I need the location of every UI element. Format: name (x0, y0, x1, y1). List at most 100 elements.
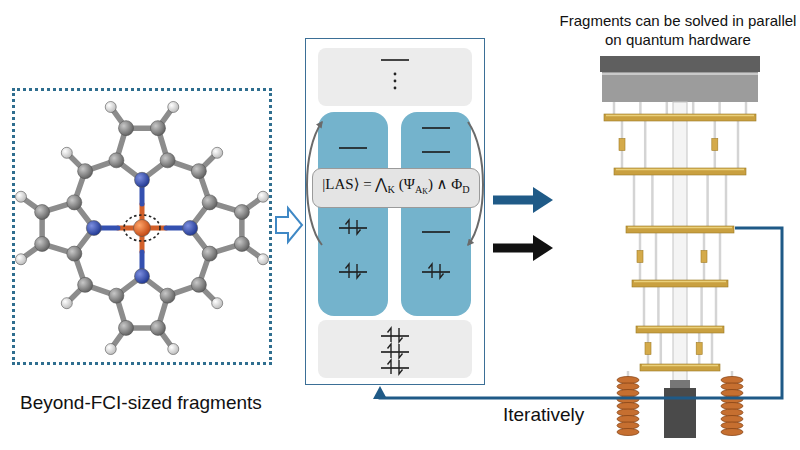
carbon-atom (35, 205, 50, 220)
orbital-level (422, 271, 450, 273)
coax-wire (692, 102, 695, 114)
spin-down (399, 360, 403, 374)
spin-down (357, 220, 361, 234)
virtual-space-box (318, 48, 472, 106)
attenuator (696, 343, 702, 355)
las-panel: |LAS⟩ = ⋀K(ΨAK) ∧ ΦD (305, 38, 485, 385)
flange-highlight (602, 73, 758, 75)
fragment-region: Beyond-FCI-sized fragments (12, 88, 272, 365)
carbon-atom (191, 164, 206, 179)
coax-wire (643, 287, 646, 326)
copper-coil (721, 390, 743, 397)
edge-label: Iteratively (500, 404, 587, 426)
carbon-atom (109, 288, 124, 303)
nitrogen-atom (183, 221, 198, 236)
las-formula-box: |LAS⟩ = ⋀K(ΨAK) ∧ ΦD (312, 168, 479, 208)
carbon-atom (150, 320, 165, 335)
orbital-level (422, 151, 450, 153)
attenuator (619, 139, 625, 151)
spin-up (388, 344, 392, 358)
carbon-atom (160, 153, 175, 168)
copper-coil (721, 409, 743, 416)
ellipsis-dot (394, 80, 397, 83)
hydrogen-atom (61, 147, 72, 158)
coax-wire (700, 287, 703, 326)
sample-stage (664, 388, 696, 438)
orbital-level (339, 227, 367, 229)
formula-part: K (387, 184, 394, 195)
coax-wire (711, 333, 714, 364)
formula-part: D (462, 184, 469, 195)
spin-down (399, 328, 403, 342)
spin-up (388, 328, 392, 342)
ellipsis-dot (394, 87, 397, 90)
spin-down (440, 264, 444, 278)
hydrogen-atom (258, 191, 269, 202)
spin-down (399, 344, 403, 358)
carbon-atom (109, 153, 124, 168)
feedback-arrow-head (373, 386, 387, 399)
copper-coil (721, 422, 743, 429)
quantum-hardware: Fragments can be solved in parallel on q… (555, 55, 735, 440)
hydrogen-atom (15, 254, 26, 265)
porphyrin-molecule (15, 101, 268, 354)
formula-part: ) ∧ Φ (428, 176, 462, 192)
plate-highlight (634, 281, 726, 283)
carbon-atom (160, 288, 175, 303)
copper-coil (617, 403, 639, 410)
flow-arrow-head (533, 235, 553, 261)
hydrogen-atom (212, 147, 223, 158)
copper-coil (721, 429, 743, 436)
coax-wire (633, 175, 636, 226)
orbital-level (381, 335, 409, 337)
top-plate (600, 56, 760, 72)
orbital-level (422, 231, 450, 233)
copper-coil (617, 416, 639, 423)
hydrogen-atom (258, 254, 269, 265)
carbon-atom (202, 246, 217, 261)
coax-wire (718, 102, 721, 114)
hollow-arrow-outline (276, 208, 302, 242)
nitrogen-atom (86, 221, 101, 236)
plate-highlight (638, 327, 722, 329)
orbital-diagram (307, 48, 483, 378)
carbon-atom (234, 236, 249, 251)
attenuator (712, 139, 718, 151)
spin-up (429, 264, 433, 278)
attenuator (645, 343, 651, 355)
carbon-atom (150, 121, 165, 136)
carbon-atom (78, 277, 93, 292)
fragment-marker (124, 215, 160, 241)
spin-down (357, 264, 361, 278)
carbon-atom (119, 121, 134, 136)
flow-arrow-line (493, 196, 539, 205)
gold-plate (604, 114, 756, 121)
carbon-atom (119, 320, 134, 335)
coax-wire (745, 102, 748, 114)
coax-wire (613, 102, 616, 114)
quantum-computer (600, 56, 760, 438)
copper-coil (617, 429, 639, 436)
formula-part: |LAS⟩ = ⋀ (322, 176, 387, 192)
feedback-arrow (373, 228, 782, 399)
fragment-pill (401, 112, 471, 316)
hydrogen-atom (61, 298, 72, 309)
flow-arrow (493, 235, 553, 261)
nitrogen-atom (135, 269, 150, 284)
gold-plate (614, 168, 746, 175)
iron-atom (134, 220, 151, 237)
orbital-level (381, 59, 409, 61)
hardware-caption: Fragments can be solved in parallel on q… (558, 11, 798, 49)
copper-coil (721, 377, 743, 384)
hydrogen-atom (105, 101, 116, 112)
coax-wire (666, 102, 669, 114)
carbon-atom (67, 246, 82, 261)
carbon-atom (234, 205, 249, 220)
hydrogen-atom (105, 344, 116, 355)
coax-wire (651, 175, 654, 226)
copper-coil (617, 377, 639, 384)
fragment-pill (318, 112, 388, 316)
